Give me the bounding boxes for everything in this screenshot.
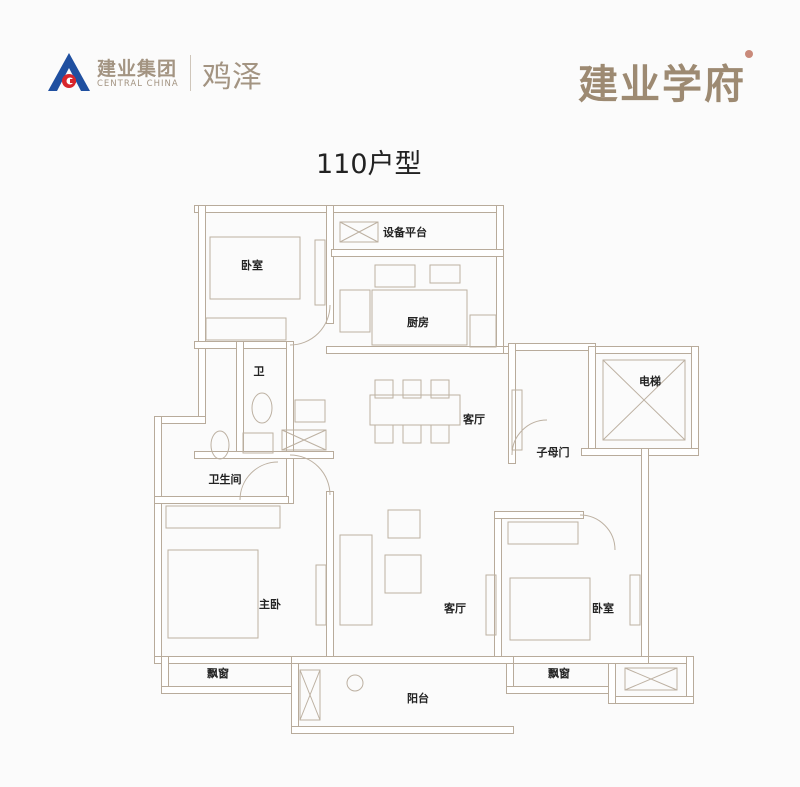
plan-title: 110户型 [316, 149, 422, 180]
toilet-small [251, 392, 273, 424]
central-china-logo [48, 53, 90, 91]
shoe-cabinet [511, 389, 523, 451]
project-name: 建业学府 [578, 61, 746, 108]
washing-machine [346, 674, 364, 692]
washbasin-2 [242, 432, 274, 454]
room-label-elevator: 电梯 [639, 375, 661, 388]
room-label-balcony: 阳台 [407, 692, 429, 705]
door-arc [239, 461, 279, 501]
ac-unit [339, 221, 379, 243]
ac-unit-right [624, 667, 678, 691]
dining-chair [374, 379, 394, 399]
room-label-living-dining: 客厅 [463, 413, 485, 426]
door-arc [289, 454, 331, 496]
bed-right-bedroom [509, 577, 591, 641]
wardrobe-master [165, 505, 281, 529]
tv-cabinet-living [485, 574, 497, 636]
fridge [469, 314, 497, 348]
coffee-table [384, 554, 422, 594]
seal-icon [745, 50, 753, 58]
room-label-living-room: 客厅 [444, 602, 466, 615]
tv-cabinet-top [314, 239, 326, 306]
toilet [210, 430, 230, 460]
room-label-bedroom-right: 卧室 [592, 602, 614, 615]
washbasin [294, 399, 326, 423]
door-arc [289, 304, 331, 346]
room-label-bathroom: 卫生间 [208, 473, 242, 486]
wardrobe-top [205, 317, 287, 341]
room-label-master-bedroom: 主卧 [259, 598, 281, 611]
dining-chair [402, 379, 422, 399]
room-label-equipment-platform: 设备平台 [383, 226, 427, 239]
elevator-cross [602, 359, 686, 441]
ac-unit-right-cross [624, 667, 678, 691]
tv-cabinet-right [629, 574, 641, 626]
brand-location: 鸡泽 [202, 60, 262, 95]
dining-chair [430, 379, 450, 399]
dining-table [369, 394, 461, 426]
cabinet [339, 289, 371, 333]
room-label-bedroom-top: 卧室 [241, 259, 263, 272]
walls [154, 205, 699, 734]
bed-master [167, 549, 259, 639]
ac-unit-cross [339, 221, 379, 243]
bed-top-bedroom [209, 236, 301, 300]
wardrobe-right [507, 521, 579, 545]
tv-cabinet-master [315, 564, 327, 626]
door-arc [579, 514, 616, 551]
brand-name-cn: 建业集团 [97, 58, 178, 80]
sofa [339, 534, 373, 626]
room-label-bathroom-small: 卫 [253, 365, 265, 378]
sink [374, 264, 416, 288]
ac-unit-balcony [299, 669, 321, 721]
shaft-cross [281, 429, 327, 451]
furniture [165, 221, 686, 721]
dining-chair [430, 424, 450, 444]
room-label-kitchen: 厨房 [407, 316, 429, 329]
room-label-bay-window-left: 飘窗 [207, 667, 229, 680]
dining-chair [402, 424, 422, 444]
door-arc [511, 419, 548, 456]
shaft [281, 429, 327, 451]
stove [429, 264, 461, 284]
ac-unit-balcony-cross [299, 669, 321, 721]
room-label-bay-window-right: 飘窗 [548, 667, 570, 680]
dining-chair [374, 424, 394, 444]
brand-divider [190, 55, 191, 91]
kitchen-counter [371, 289, 468, 346]
armchair [387, 509, 421, 539]
elevator-shaft [602, 359, 686, 441]
room-label-double-door: 子母门 [536, 446, 570, 459]
brand-name-en: CENTRAL CHINA [97, 79, 179, 89]
